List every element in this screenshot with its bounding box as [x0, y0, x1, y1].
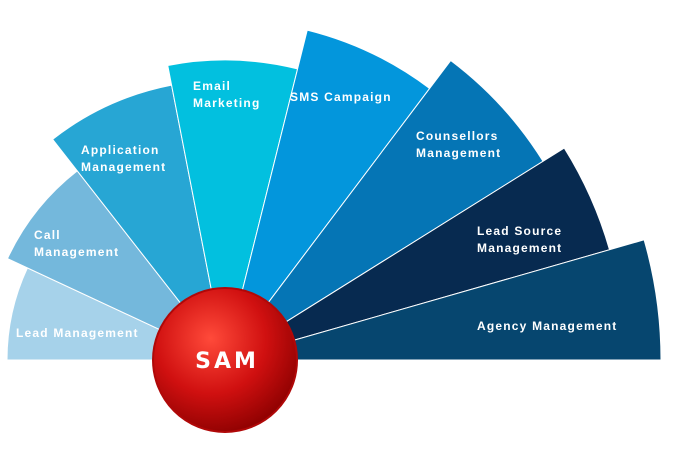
segment-label-line: SMS Campaign	[290, 90, 392, 104]
segment-label-line: Management	[34, 245, 119, 259]
sam-hub	[152, 287, 298, 433]
wedge-layer	[6, 29, 662, 361]
segment-label-line: Lead Management	[16, 326, 139, 340]
segment-label-line: Agency Management	[477, 319, 617, 333]
segment-label-line: Management	[416, 146, 501, 160]
segment-label-line: Counsellors	[416, 129, 499, 143]
segment-label-line: Management	[81, 160, 166, 174]
segment-label-line: Lead Source	[477, 224, 562, 238]
segment-label-line: Email	[193, 79, 231, 93]
segment-wedge	[241, 239, 662, 361]
segment-label: Agency Management	[477, 319, 617, 333]
segment-label-line: Marketing	[193, 96, 260, 110]
segment-label-line: Application	[81, 143, 160, 157]
segment-label-line: Call	[34, 228, 61, 242]
segment-label: Lead Management	[16, 326, 139, 340]
segment-label: SMS Campaign	[290, 90, 392, 104]
segment-label-line: Management	[477, 241, 562, 255]
sam-hub-label: SAM	[195, 349, 259, 374]
